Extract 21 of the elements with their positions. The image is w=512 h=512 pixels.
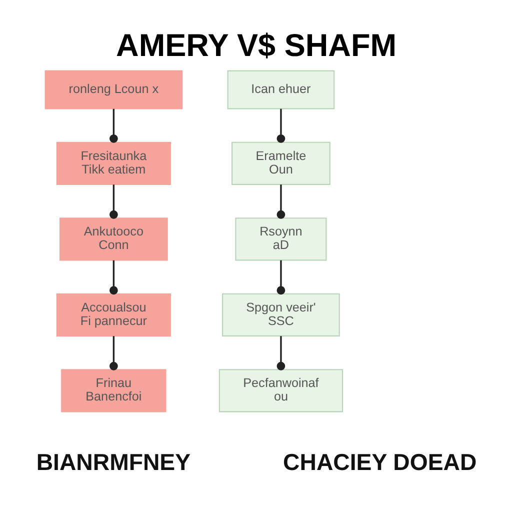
node-box: Ican ehuer xyxy=(226,70,334,109)
node-box: Eramelte Oun xyxy=(231,141,330,184)
connector xyxy=(276,260,285,294)
node-box: Accoualsou Fi pannecur xyxy=(56,292,171,336)
node-box: Spgon veeir' SSC xyxy=(222,292,340,336)
connector xyxy=(108,108,118,142)
connector xyxy=(276,108,285,142)
connector xyxy=(276,184,285,218)
node-box: ronleng Lcoun x xyxy=(44,70,182,109)
label: BIANRMFNEY xyxy=(36,448,190,475)
node-box: Fresitaunka Tikk eatiem xyxy=(56,141,171,184)
connector xyxy=(108,184,118,218)
node-box: Ankutooco Conn xyxy=(59,217,168,260)
node-box: Pecfanwoinaf ou xyxy=(218,368,343,412)
node-box: Frinau Banencfoi xyxy=(60,368,166,412)
node-box: Rsoynn aD xyxy=(234,217,326,260)
label: CHACIEY DOEAD xyxy=(282,448,476,475)
connector xyxy=(108,260,118,294)
connector xyxy=(108,336,118,370)
diagram-title: AMERY V$ SHAFM xyxy=(116,26,396,63)
connector xyxy=(276,336,285,370)
